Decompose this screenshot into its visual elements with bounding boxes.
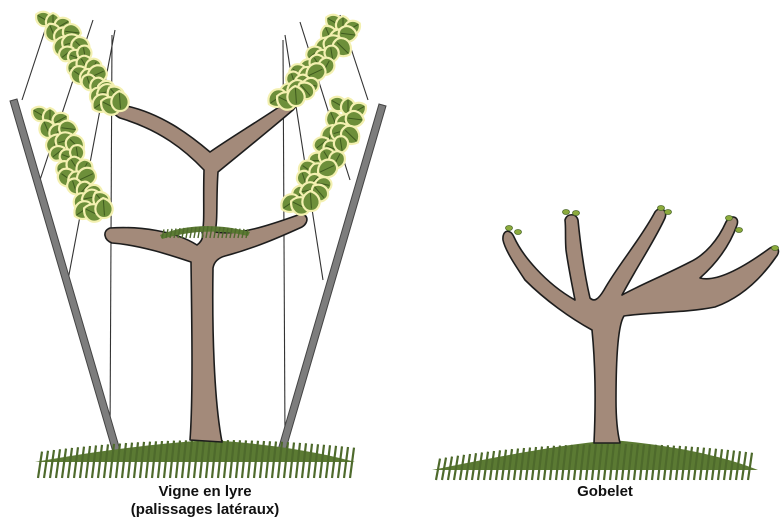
grass-stroke <box>338 446 342 478</box>
bud <box>658 206 665 211</box>
bud <box>515 230 522 235</box>
grass-stroke <box>50 450 54 478</box>
lyre-foliage <box>29 8 370 224</box>
grass-stroke <box>56 449 60 478</box>
lyre-caption-line1: Vigne en lyre <box>90 483 320 501</box>
lyre-vine-figure <box>10 8 386 478</box>
lyre-trunk <box>105 101 307 442</box>
grass-stroke <box>350 448 354 478</box>
gobelet-vine-figure <box>432 206 779 481</box>
lyre-caption-line2: (palissages latéraux) <box>90 501 320 519</box>
grass-stroke <box>44 451 48 478</box>
bud <box>573 211 580 216</box>
bud <box>772 246 779 251</box>
bud <box>665 210 672 215</box>
lyre-ground <box>35 440 355 478</box>
grass-stroke <box>62 449 66 478</box>
bud <box>563 210 570 215</box>
gobelet-trunk <box>503 209 779 443</box>
bud <box>736 228 743 233</box>
bud <box>506 226 513 231</box>
grass-stroke <box>344 447 348 478</box>
grass-stroke <box>38 452 42 478</box>
grass-stroke <box>80 447 84 478</box>
bud <box>726 216 733 221</box>
gobelet-ground <box>432 440 758 480</box>
grass-stroke <box>86 446 90 478</box>
grass-stroke <box>748 453 752 480</box>
grass-stroke <box>74 447 78 478</box>
gobelet-caption: Gobelet <box>530 483 680 501</box>
lyre-caption: Vigne en lyre (palissages latéraux) <box>90 483 320 519</box>
grass-stroke <box>68 448 72 478</box>
gobelet-caption-text: Gobelet <box>530 483 680 501</box>
